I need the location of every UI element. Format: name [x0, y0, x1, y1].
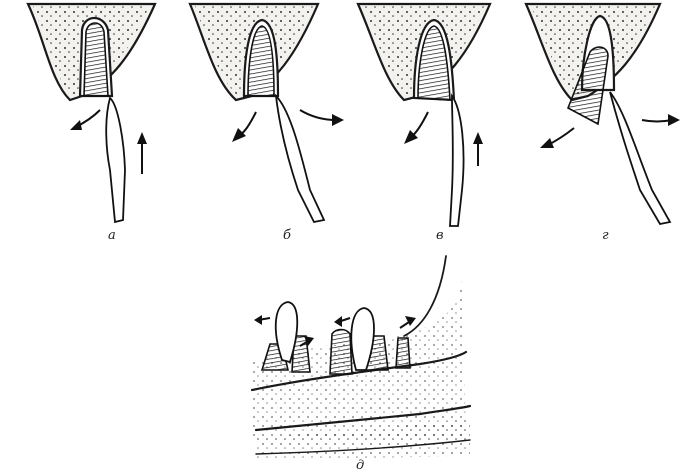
label-panel-v: в: [436, 228, 444, 243]
panel-b: [190, 4, 344, 222]
panel-a: [28, 4, 155, 222]
panel-d: [252, 256, 470, 460]
label-panel-d: д: [356, 458, 364, 473]
label-panel-a: а: [108, 228, 116, 243]
panel-v: [358, 4, 490, 226]
panel-g: [526, 4, 680, 224]
label-panel-b: б: [283, 228, 291, 243]
label-panel-g: г: [602, 228, 609, 243]
